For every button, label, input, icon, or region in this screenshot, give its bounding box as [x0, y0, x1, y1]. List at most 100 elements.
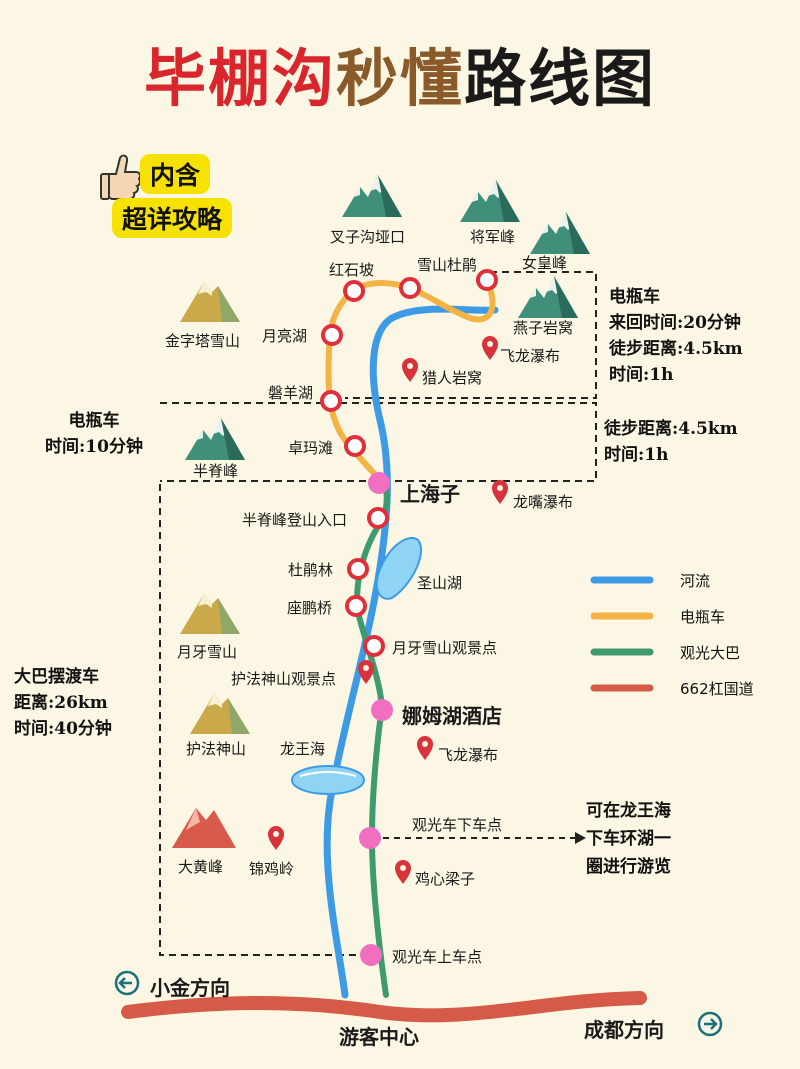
- note-ebike-lower-title: 电瓶车: [68, 411, 120, 431]
- note-walk-mid: 徒步距离:4.5km 时间:1h: [604, 416, 738, 468]
- label-yueliang-hu: 月亮湖: [262, 327, 308, 345]
- label-nvhuangfeng: 女皇峰: [522, 254, 568, 272]
- note-walk-mid-dist: 徒步距离:4.5km: [604, 419, 738, 439]
- label-banjifeng-entry: 半脊峰登山入口: [242, 511, 348, 529]
- pin-icon-jinjiling: [268, 826, 284, 850]
- stop-banjifeng-entry: [367, 507, 389, 529]
- label-yueya: 月牙雪山: [177, 643, 238, 661]
- label-namu-hotel: 娜姆湖酒店: [402, 704, 502, 728]
- legend-bus-label: 观光大巴: [680, 644, 741, 662]
- label-zuopengqiao: 座鹏桥: [287, 599, 333, 617]
- mountain-icon-dahuangfeng: [172, 808, 236, 848]
- note-bus-title: 大巴摆渡车: [14, 667, 99, 687]
- label-dujuanlin: 杜鹃林: [288, 561, 334, 579]
- label-jiangjunfeng: 将军峰: [470, 228, 516, 246]
- label-hufa-view: 护法神山观景点: [231, 670, 337, 688]
- badge-line1: 内含: [140, 154, 211, 194]
- stop-hongshipo: [343, 280, 365, 302]
- mountain-icon-jinzita: [180, 282, 240, 322]
- legend-road-label: 662杠国道: [680, 680, 754, 698]
- label-jinzita: 金字塔雪山: [165, 332, 241, 350]
- mountain-icon-hufa: [190, 694, 250, 734]
- label-xueshandujuan: 雪山杜鹃: [417, 256, 478, 274]
- note-loop-line2: 下车环湖一: [586, 829, 671, 849]
- note-walk-mid-time: 时间:1h: [604, 445, 669, 465]
- mountain-icon-jiangjunfeng: [460, 180, 520, 222]
- note-ebike-lower-time: 时间:10分钟: [45, 437, 143, 457]
- note-ebike-upper-walk-time: 时间:1h: [609, 365, 674, 385]
- mountain-icon-banjifeng: [185, 418, 245, 460]
- river-line: [323, 305, 499, 999]
- pin-icon-lieren: [402, 358, 418, 382]
- label-visitor-center: 游客中心: [339, 1025, 419, 1049]
- mountain-icon-yanziyanwo: [518, 276, 578, 318]
- pin-icon-feilong2: [417, 736, 433, 760]
- pin-icon-jixinliangzi: [395, 860, 411, 884]
- label-chengdu-direction: 成都方向: [584, 1018, 664, 1042]
- note-ebike-lower: 电瓶车 时间:10分钟: [34, 408, 154, 460]
- label-lieren: 猎人岩窝: [422, 369, 483, 387]
- stop-yueliang-hu: [321, 324, 343, 346]
- stop-dujuanlin: [347, 558, 369, 580]
- label-shengshanhu: 圣山湖: [417, 574, 463, 592]
- stop-nvhuangfeng-turn: [476, 269, 498, 291]
- hub-shanghaizi: [368, 472, 390, 494]
- title-part2: 秒懂: [335, 42, 464, 115]
- longwang-lake: [291, 765, 365, 795]
- note-bus: 大巴摆渡车 距离:26km 时间:40分钟: [14, 664, 112, 742]
- label-zhuomatan: 卓玛滩: [288, 439, 334, 457]
- label-feilong2: 飞龙瀑布: [438, 746, 499, 764]
- label-hufa: 护法神山: [186, 740, 247, 758]
- pin-icon-hufa-view: [358, 660, 374, 684]
- label-jixinliangzi: 鸡心梁子: [415, 870, 476, 888]
- note-bus-dist: 距离:26km: [14, 693, 108, 713]
- label-dahuangfeng: 大黄峰: [178, 858, 224, 876]
- label-panyang-hu: 磐羊湖: [268, 384, 314, 402]
- hub-namu-hotel: [371, 699, 393, 721]
- note-loop-line1: 可在龙王海: [586, 801, 671, 821]
- arrow-right-icon: [697, 1011, 723, 1037]
- label-hongshipo: 红石坡: [329, 261, 375, 279]
- shengshan-lake: [375, 537, 423, 600]
- label-yueya-view: 月牙雪山观景点: [392, 639, 498, 657]
- label-alight: 观光车下车点: [412, 816, 503, 834]
- note-loop-line3: 圈进行游览: [586, 857, 671, 877]
- thumbs-up-icon: [100, 154, 142, 200]
- label-board: 观光车上车点: [392, 948, 483, 966]
- legend-river-label: 河流: [680, 572, 711, 590]
- badge-line2: 超详攻略: [112, 198, 233, 238]
- pin-icon-longzui: [492, 480, 508, 504]
- label-xiaojin-direction: 小金方向: [150, 976, 230, 1000]
- mountain-icon-chazigou: [342, 175, 402, 217]
- label-yanziyanwo: 燕子岩窝: [513, 319, 574, 337]
- stop-zuopengqiao: [345, 595, 367, 617]
- title-part1: 毕棚沟: [143, 42, 336, 115]
- loop-arrow-head: [575, 832, 586, 844]
- arrow-left-icon: [114, 970, 140, 996]
- note-ebike-upper-title: 电瓶车: [609, 287, 660, 307]
- note-bus-time: 时间:40分钟: [14, 719, 112, 739]
- label-longzui: 龙嘴瀑布: [513, 493, 574, 511]
- note-ebike-upper: 电瓶车 来回时间:20分钟 徒步距离:4.5km 时间:1h: [609, 284, 743, 388]
- mountain-icon-nvhuangfeng: [530, 212, 590, 254]
- note-ebike-upper-time: 来回时间:20分钟: [609, 313, 741, 333]
- label-shanghaizi: 上海子: [400, 482, 460, 506]
- road-662: [121, 991, 647, 1023]
- mountain-icon-yueya: [180, 594, 240, 634]
- note-loop: 可在龙王海 下车环湖一 圈进行游览: [586, 797, 671, 881]
- page-title: 毕棚沟秒懂路线图: [0, 28, 800, 118]
- stop-panyang-hu: [320, 390, 342, 412]
- label-banjifeng: 半脊峰: [193, 462, 239, 480]
- pin-icon-feilong1: [482, 336, 498, 360]
- note-ebike-upper-walk: 徒步距离:4.5km: [609, 339, 743, 359]
- hub-board: [360, 944, 382, 966]
- label-feilong1: 飞龙瀑布: [500, 347, 561, 365]
- label-jinjiling: 锦鸡岭: [249, 860, 295, 878]
- hub-alight: [359, 827, 381, 849]
- stop-zhuomatan: [344, 435, 366, 457]
- guide-badge: 内含 超详攻略: [100, 152, 251, 242]
- stop-yueya-view: [363, 635, 385, 657]
- ebike-route: [325, 277, 496, 484]
- label-chazigou: 叉子沟垭口: [330, 228, 406, 246]
